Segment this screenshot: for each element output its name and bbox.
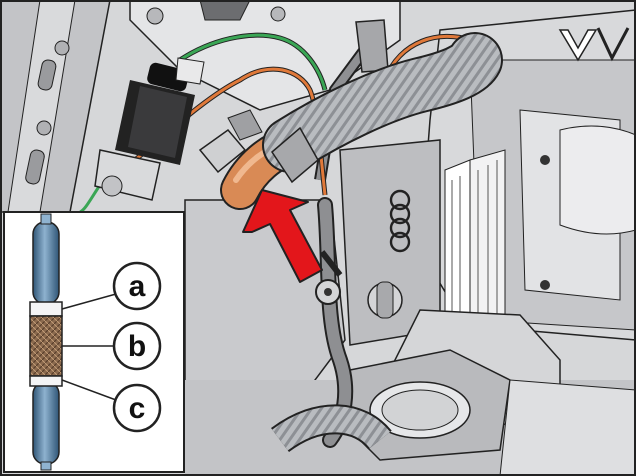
- tube-band-a: [29, 301, 63, 317]
- oil-filler-cap: [367, 281, 403, 319]
- inset-panel: a b c: [3, 211, 185, 473]
- callout-label-b: b: [128, 330, 146, 363]
- callout-label-c: c: [129, 392, 146, 425]
- leader-line-c: [61, 379, 117, 401]
- callout-b: b: [112, 321, 162, 371]
- pointer-arrow-icon: [242, 189, 323, 283]
- brand-logo-rings-icon: [389, 189, 411, 253]
- ground-terminal: [315, 250, 343, 305]
- corrugated-hose: [264, 34, 501, 171]
- callout-c: c: [112, 383, 162, 433]
- callout-label-a: a: [129, 270, 146, 303]
- hose-tube: [29, 213, 63, 471]
- leader-line-a: [61, 293, 117, 310]
- strut-tower: [129, 0, 401, 111]
- center-panel: [339, 139, 441, 346]
- hose-clamp: [271, 126, 319, 184]
- cover-fins: [444, 149, 506, 331]
- bottom-corrugated-hose: [272, 406, 391, 451]
- callout-a: a: [112, 261, 162, 311]
- rod-bracket: [355, 19, 389, 73]
- fuel-filter: [94, 57, 205, 201]
- hose-connector: [198, 109, 263, 174]
- tube-braid-b: [29, 315, 63, 377]
- tube-band-c: [29, 375, 63, 387]
- green-wire: [179, 33, 327, 91]
- brand-logo-v-icon: [558, 27, 630, 62]
